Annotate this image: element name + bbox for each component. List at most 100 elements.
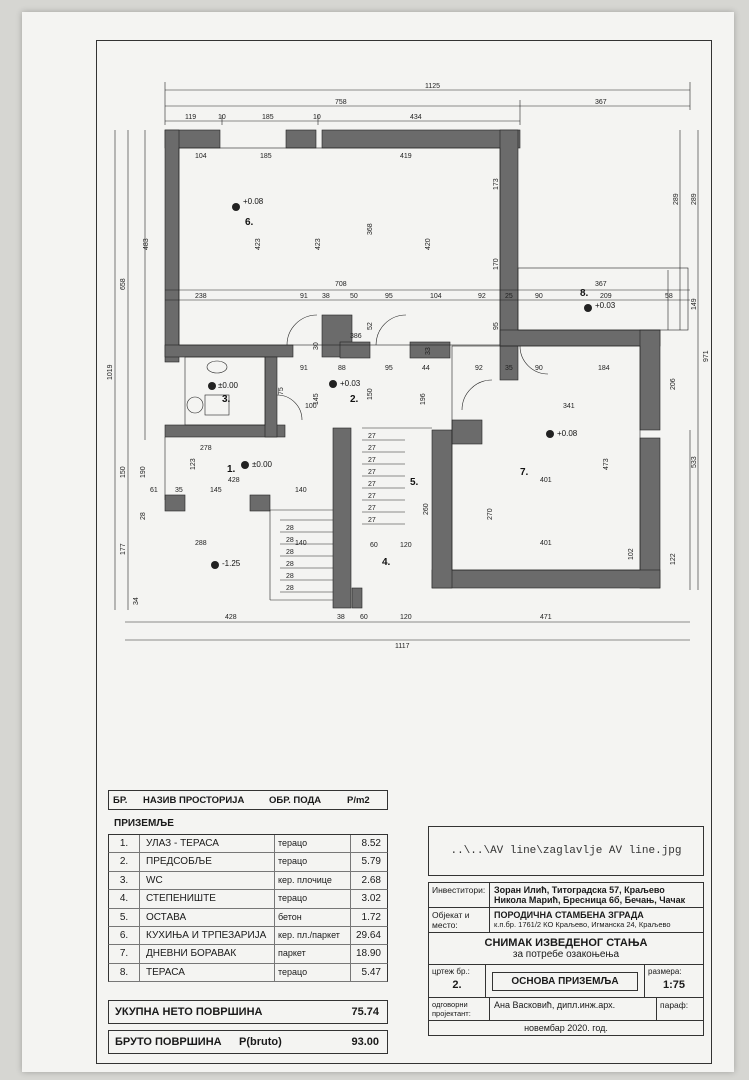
cell-area: 18.90 [355, 948, 381, 960]
drawing-frame [96, 40, 712, 1064]
room-4-tag: 4. [382, 557, 391, 568]
stamp-label: параф: [656, 998, 703, 1020]
dim-bottom-120: 120 [400, 614, 412, 621]
dim-bottom-428: 428 [225, 614, 237, 621]
cell-area: 5.79 [361, 856, 381, 868]
cell-room: СТЕПЕНИШТЕ [140, 890, 275, 908]
object-row: Објекат и место: ПОРОДИЧНА СТАМБЕНА ЗГРА… [428, 908, 704, 933]
dim-bottom-471: 471 [540, 614, 552, 621]
dim-170: 170 [493, 258, 500, 270]
dim-341: 341 [563, 403, 575, 410]
dim-368: 368 [367, 223, 374, 235]
object-place: к.п.бр. 1761/2 КО Краљево, Игманска 24, … [494, 920, 671, 929]
dim-367: 367 [595, 99, 607, 106]
dim-150-v: 150 [367, 388, 374, 400]
dim-38: 38 [322, 293, 330, 300]
cell-floor: кер. пл./паркет [275, 926, 351, 945]
dim-34: 34 [133, 597, 140, 605]
dim-bottom-1117: 1117 [395, 643, 410, 650]
room-6-tag: +0.08 6. [232, 197, 264, 228]
sheet-no: 2. [452, 979, 462, 991]
dim-428: 428 [228, 477, 240, 484]
gross-area-total: БРУТО ПОВРШИНА P(bruto) 93.00 [108, 1030, 388, 1055]
room-schedule: БР. НАЗИВ ПРОСТОРИЈА ОБР. ПОДА P/m2 ПРИЗ… [108, 790, 388, 1055]
stair-lines [280, 439, 405, 593]
cell-room: ДНЕВНИ БОРАВАК [140, 945, 275, 963]
dim-238: 238 [195, 293, 207, 300]
room-3-tag: ±0.00 3. [208, 381, 239, 405]
sheet-no-cell: цртеж бр.: 2. [429, 965, 486, 997]
cell-floor: терацо [275, 963, 351, 982]
sheet-name: ОСНОВА ПРИЗЕМЉА [492, 971, 638, 991]
room-1-tag: ±0.00 1. [227, 460, 273, 475]
cell-floor: терацо [275, 890, 351, 908]
gross-area-label: БРУТО ПОВРШИНА [115, 1036, 222, 1049]
dim-1019: 1019 [107, 364, 114, 380]
dim-52: 52 [367, 322, 374, 330]
drawing-info-row: цртеж бр.: 2. ОСНОВА ПРИЗЕМЉА размера: 1… [428, 965, 704, 998]
walls [164, 129, 661, 609]
dim-196: 196 [420, 393, 427, 405]
dim-95b: 95 [385, 365, 393, 372]
dim-483: 483 [143, 238, 150, 250]
room-5-tag: 5. [410, 477, 419, 488]
dim-434: 434 [410, 114, 422, 121]
level-mark: ±0.00 [218, 381, 239, 390]
sheet-no-label: цртеж бр.: [432, 967, 470, 976]
stair-tread: 27 [368, 481, 376, 488]
dim-119: 119 [185, 114, 196, 121]
investor-2: Никола Марић, Бресница 6б, Бечањ, Чачак [494, 895, 686, 905]
dim-95-v: 95 [493, 322, 500, 330]
dim-88: 88 [338, 365, 346, 372]
level-mark: +0.03 [595, 301, 616, 310]
dim-95: 95 [385, 293, 393, 300]
stair-tread: 27 [368, 433, 376, 440]
investors-row: Инвеститори: Зоран Илић, Титоградска 57,… [428, 882, 704, 908]
room-number: 8. [580, 288, 589, 299]
exterior-level-tag: -1.25 [211, 559, 241, 569]
dim-33: 33 [425, 347, 432, 355]
dim-102: 102 [628, 548, 635, 560]
dim-386: 386 [350, 333, 362, 340]
dim-658: 658 [120, 278, 127, 290]
cell-floor: терацо [275, 835, 351, 853]
dim-75: 75 [278, 387, 285, 395]
table-header: БР. НАЗИВ ПРОСТОРИЈА ОБР. ПОДА P/m2 [108, 790, 388, 810]
header-room: НАЗИВ ПРОСТОРИЈА [143, 794, 245, 806]
dim-123: 123 [190, 458, 197, 470]
cell-area: 29.64 [355, 929, 381, 941]
room-2-tag: +0.03 2. [329, 379, 361, 405]
dim-120: 120 [400, 542, 412, 549]
dim-209: 209 [600, 293, 612, 300]
dim-419: 419 [400, 153, 412, 160]
stair-tread: 28 [286, 585, 294, 592]
header-floor: ОБР. ПОДА [269, 794, 322, 806]
dim-35b: 35 [175, 487, 183, 494]
wc-fixtures [186, 360, 230, 416]
dim-90b: 90 [535, 365, 543, 372]
dim-367-in: 367 [595, 281, 607, 288]
sheet-name-cell: ОСНОВА ПРИЗЕМЉА [486, 965, 644, 997]
net-area-label: УКУПНА НЕТО ПОВРШИНА [115, 1006, 263, 1019]
dim-260: 260 [423, 503, 430, 515]
stair-tread: 27 [368, 457, 376, 464]
dim-270: 270 [487, 508, 494, 520]
cell-area: 8.52 [361, 838, 381, 849]
dim-28: 28 [140, 512, 147, 520]
dim-122: 122 [670, 553, 677, 565]
stair-tread: 27 [368, 517, 376, 524]
dim-206: 206 [670, 378, 677, 390]
right-dimension-lines [667, 130, 699, 590]
scale-cell: размера: 1:75 [644, 965, 703, 997]
drawing-date: новембар 2020. год. [428, 1021, 704, 1036]
dim-289: 289 [673, 193, 680, 205]
dim-50: 50 [350, 293, 358, 300]
level-mark: -1.25 [222, 559, 241, 568]
dim-35: 35 [505, 365, 513, 372]
cell-no: 6. [109, 926, 140, 945]
dim-708: 708 [335, 281, 347, 288]
stair-tread: 27 [368, 445, 376, 452]
room-number: 1. [227, 464, 236, 475]
